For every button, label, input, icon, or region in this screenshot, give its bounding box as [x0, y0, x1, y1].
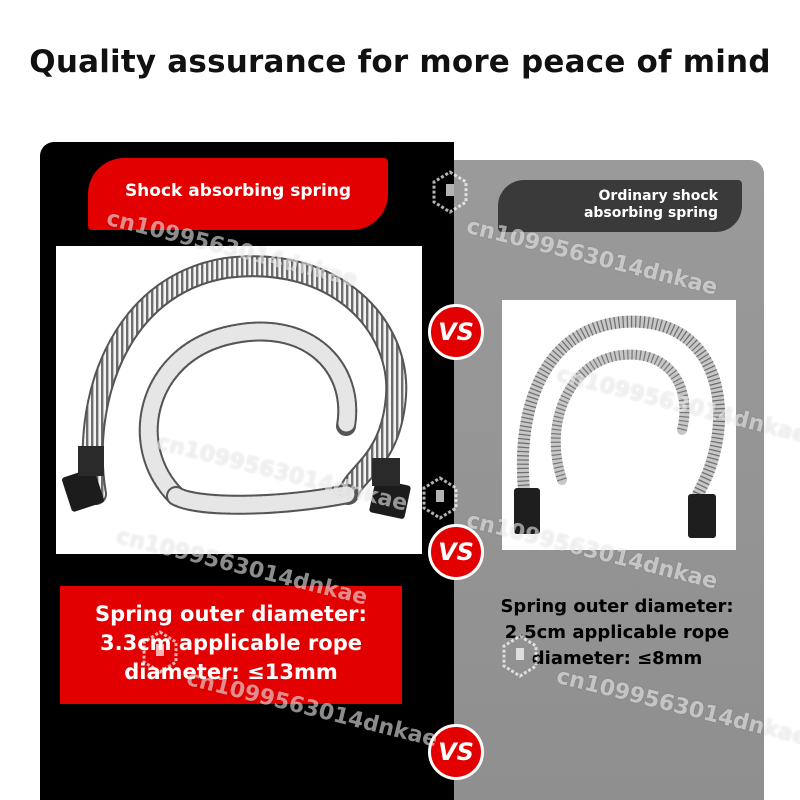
right-spring-photo: [502, 300, 736, 550]
vs-badge-3: VS: [428, 724, 484, 780]
vs-badge-1: VS: [428, 304, 484, 360]
left-label-badge: Shock absorbing spring: [88, 158, 388, 230]
left-spec-line-1: Spring outer diameter:: [95, 602, 367, 626]
left-spec-text: Spring outer diameter: 3.3cm applicable …: [60, 600, 402, 687]
right-spec-text: Spring outer diameter: 2.5cm applicable …: [470, 594, 764, 672]
watermark-shop-icon: [142, 630, 178, 674]
right-spec-line-3: diameter: ≤8mm: [531, 648, 703, 669]
right-label-line-1: Ordinary shock: [598, 188, 718, 204]
left-label-text: Shock absorbing spring: [124, 181, 352, 201]
vs-badge-2: VS: [428, 524, 484, 580]
watermark-shop-icon: [502, 634, 538, 678]
watermark-shop-icon: [432, 170, 468, 214]
watermark-shop-icon: [422, 476, 458, 520]
ordinary-spring-image: [514, 315, 726, 538]
left-spec-box: [60, 586, 402, 704]
right-label-badge: Ordinary shock absorbing spring: [498, 180, 742, 232]
left-spec-line-2: 3.3cm applicable rope: [100, 631, 362, 655]
right-label-line-2: absorbing spring: [583, 205, 718, 221]
right-spec-line-1: Spring outer diameter:: [500, 596, 734, 617]
right-spec-line-2: 2.5cm applicable rope: [504, 622, 730, 643]
left-spring-photo: [56, 246, 422, 554]
heavy-spring-image: [62, 255, 411, 519]
page-title: Quality assurance for more peace of mind: [29, 44, 771, 80]
